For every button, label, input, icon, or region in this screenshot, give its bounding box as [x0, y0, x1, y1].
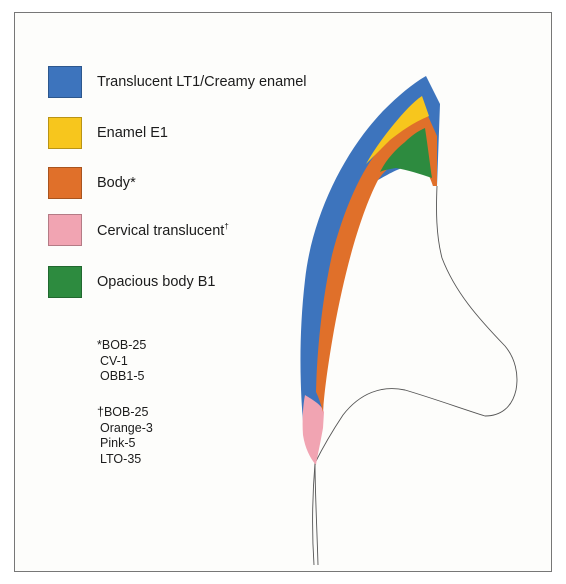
cej-line [313, 463, 315, 565]
